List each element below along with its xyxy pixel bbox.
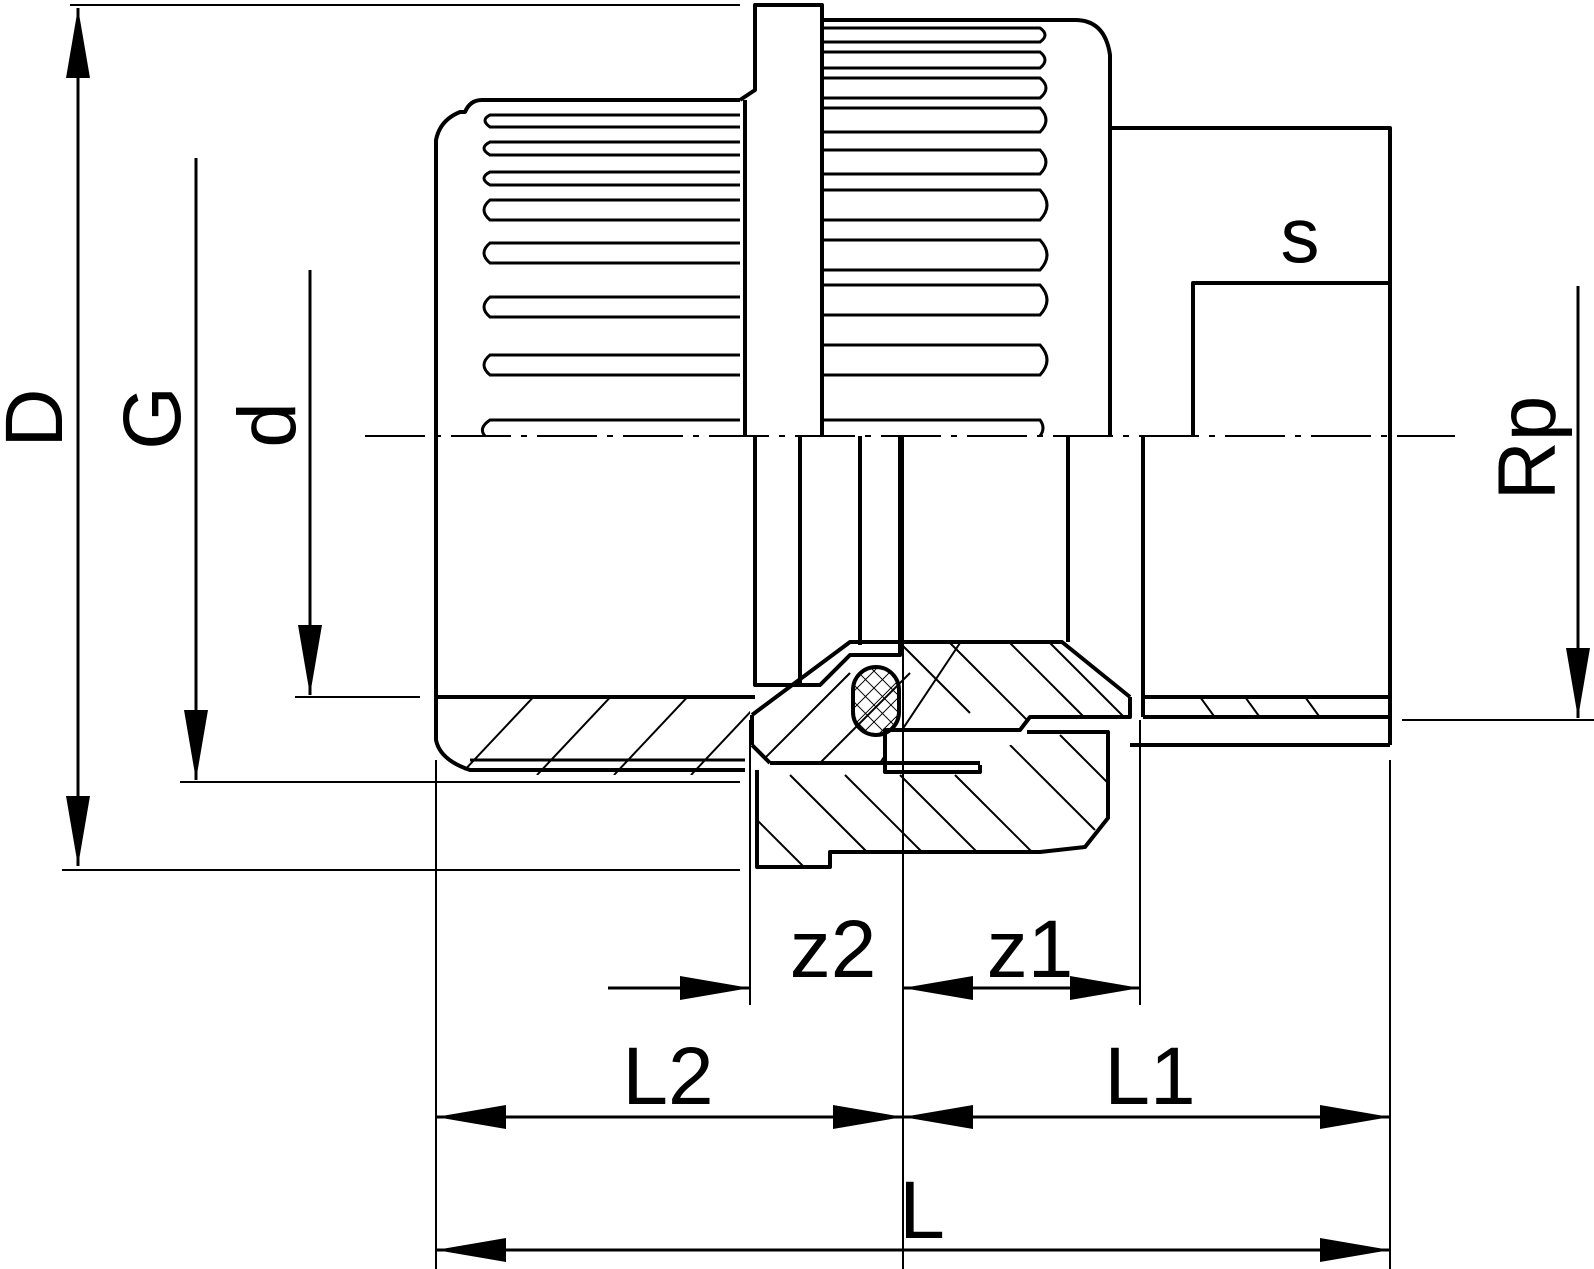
right-nut-grooves — [822, 26, 1049, 437]
right-nut — [755, 18, 1112, 869]
o-ring — [851, 665, 901, 737]
left-nut — [434, 98, 745, 772]
dim-G: G — [107, 158, 740, 783]
left-tailpiece — [436, 695, 760, 775]
label-L1: L1 — [1104, 1031, 1195, 1122]
label-z1: z1 — [987, 904, 1074, 995]
dim-D: D — [0, 4, 740, 871]
label-D: D — [0, 388, 80, 447]
dim-z2: z2 — [608, 904, 876, 1000]
label-Rp: Rp — [1482, 396, 1573, 501]
label-L: L — [899, 1165, 945, 1256]
label-s: s — [1281, 191, 1320, 279]
dim-L2-L1: L2 L1 — [436, 1031, 1390, 1129]
cone-section — [750, 640, 1132, 765]
right-socket — [1066, 126, 1392, 747]
left-nut-grooves — [480, 113, 740, 437]
label-z2: z2 — [790, 904, 877, 995]
label-L2: L2 — [622, 1031, 713, 1122]
dim-L: L — [436, 1165, 1390, 1262]
extension-lines — [435, 436, 1391, 1269]
label-G: G — [107, 386, 198, 450]
label-d: d — [222, 402, 313, 448]
dim-Rp: Rp — [1402, 286, 1594, 721]
dim-z1: z1 — [903, 904, 1140, 1000]
dim-d: d — [222, 270, 420, 698]
